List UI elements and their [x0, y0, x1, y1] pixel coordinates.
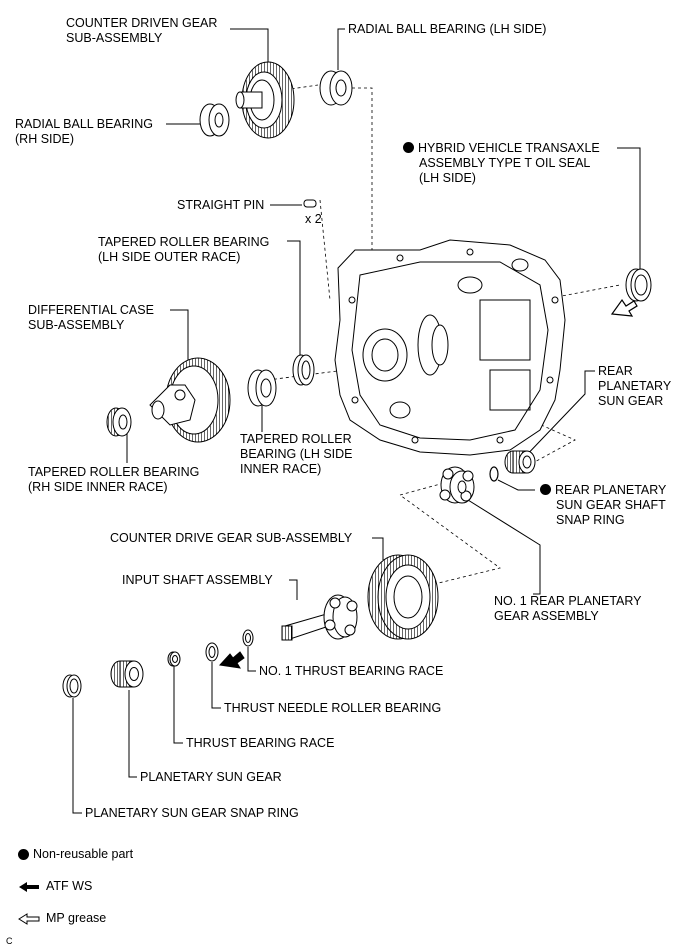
non-reusable-marker-icon [540, 484, 551, 495]
leader-counter-driven-gear [230, 28, 269, 72]
legend-mp-grease: MP grease [18, 911, 106, 926]
rear-planetary-sun-gear [504, 450, 536, 474]
label-no1-thrust-bearing-race: NO. 1 THRUST BEARING RACE [259, 664, 444, 678]
label-tapered-lh-inner-race: TAPERED ROLLER BEARING (LH SIDE INNER RA… [240, 432, 353, 476]
label-differential-case: DIFFERENTIAL CASE SUB-ASSEMBLY [28, 303, 154, 332]
label-rear-planetary-sun-gear: REAR PLANETARY SUN GEAR [598, 364, 672, 408]
rear-planetary-snap-ring [489, 466, 499, 482]
thrust-bearing-race [167, 651, 181, 667]
thrust-needle-roller-bearing [205, 642, 219, 662]
label-rear-planetary-snap-ring: REAR PLANETARY SUN GEAR SHAFT SNAP RING [540, 483, 666, 528]
leader-radial-ball-bearing-lh [337, 28, 345, 70]
counter-drive-gear [367, 554, 439, 640]
no1-rear-planetary-gear [439, 466, 475, 504]
legend-non-reusable: Non-reusable part [18, 847, 133, 862]
leader-no1-thrust-bearing-race [247, 647, 256, 672]
atf-ws-arrow [219, 651, 245, 669]
leader-thrust-bearing-race [173, 662, 183, 744]
label-planetary-sun-gear: PLANETARY SUN GEAR [140, 770, 282, 784]
label-thrust-needle-roller-bearing: THRUST NEEDLE ROLLER BEARING [224, 701, 442, 715]
label-input-shaft: INPUT SHAFT ASSEMBLY [122, 573, 273, 587]
leader-planetary-sun-gear-snap-ring [72, 698, 82, 814]
leader-no1-rear-planetary-gear [459, 494, 541, 595]
label-counter-driven-gear: COUNTER DRIVEN GEAR SUB-ASSEMBLY [66, 16, 218, 45]
leader-rear-planetary-snap-ring [497, 479, 535, 491]
leader-oil-seal [617, 147, 641, 275]
label-tapered-rh-inner-race: TAPERED ROLLER BEARING (RH SIDE INNER RA… [28, 465, 200, 494]
leader-differential-case [170, 309, 189, 365]
label-tapered-outer-race: TAPERED ROLLER BEARING (LH SIDE OUTER RA… [98, 235, 270, 264]
legend-atf-ws: ATF WS [18, 879, 92, 894]
input-shaft [281, 594, 358, 641]
tapered-outer-race [292, 354, 315, 386]
radial-ball-bearing-rh [199, 103, 230, 137]
filled-circle-icon [18, 849, 29, 861]
hollow-arrow-icon [18, 912, 40, 925]
leader-tapered-outer-race [287, 240, 301, 356]
leader-thrust-needle-roller-bearing [211, 662, 221, 709]
tapered-rh-inner-race [106, 407, 132, 437]
label-planetary-sun-gear-snap-ring: PLANETARY SUN GEAR SNAP RING [85, 806, 299, 820]
label-no1-rear-planetary-gear: NO. 1 REAR PLANETARY GEAR ASSEMBLY [494, 594, 642, 623]
transaxle-housing [334, 239, 566, 456]
filled-arrow-icon [19, 881, 39, 892]
tapered-lh-inner-race [247, 369, 277, 407]
footer-code: C [6, 936, 13, 946]
differential-case [149, 357, 231, 443]
planetary-sun-gear [110, 660, 144, 688]
mp-grease-arrow [610, 298, 638, 317]
label-radial-ball-bearing-lh: RADIAL BALL BEARING (LH SIDE) [348, 22, 547, 36]
label-straight-pin-qty: x 2 [305, 212, 322, 226]
planetary-sun-gear-snap-ring [62, 674, 82, 698]
oil-seal [625, 268, 652, 302]
label-radial-ball-bearing-rh: RADIAL BALL BEARING (RH SIDE) [15, 117, 154, 146]
label-straight-pin: STRAIGHT PIN [177, 198, 265, 212]
no1-thrust-bearing-race [242, 629, 254, 647]
straight-pin [303, 199, 317, 208]
radial-ball-bearing-lh [319, 70, 353, 106]
leader-rear-planetary-sun-gear [519, 370, 595, 463]
label-counter-drive-gear: COUNTER DRIVE GEAR SUB-ASSEMBLY [110, 531, 353, 545]
leader-planetary-sun-gear [128, 690, 137, 778]
label-thrust-bearing-race: THRUST BEARING RACE [186, 736, 335, 750]
leader-counter-drive-gear [372, 537, 384, 560]
non-reusable-marker-icon [403, 142, 414, 153]
label-oil-seal: HYBRID VEHICLE TRANSAXLE ASSEMBLY TYPE T… [403, 141, 600, 186]
counter-driven-gear [235, 61, 295, 139]
leader-input-shaft [289, 579, 298, 600]
